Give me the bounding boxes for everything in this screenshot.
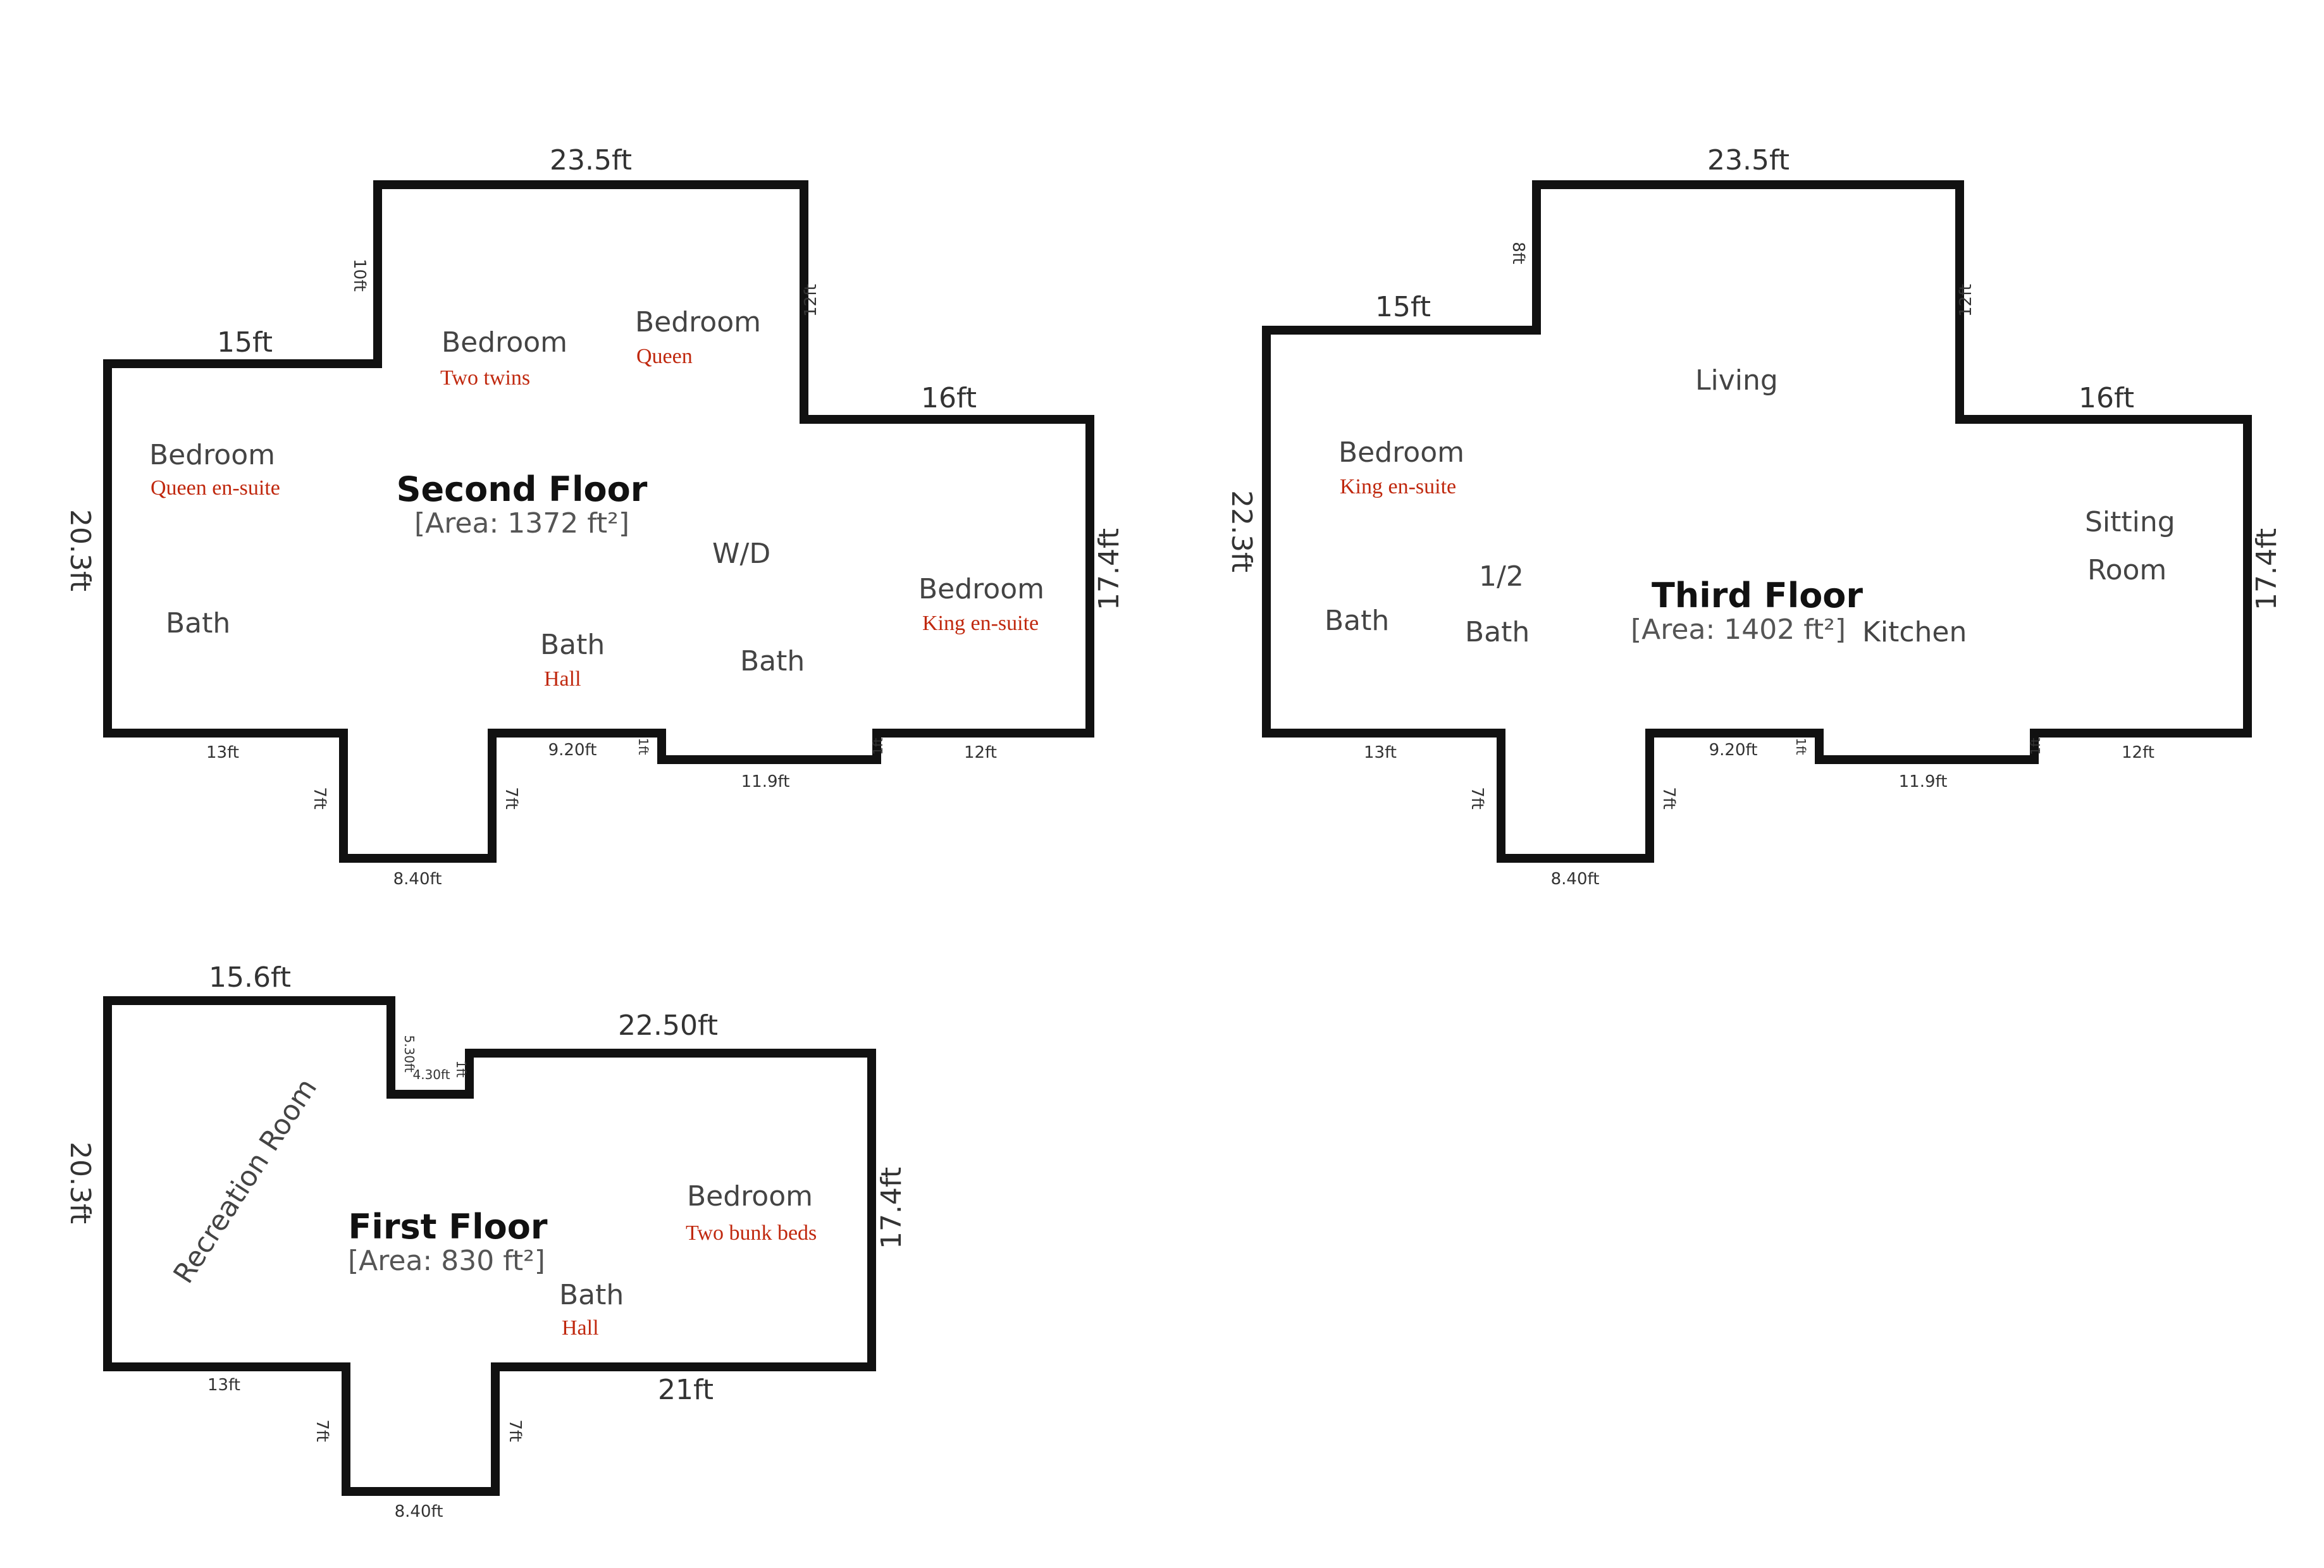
dim-left: 20.3ft: [64, 509, 96, 591]
dim-left-notch: 10ft: [350, 259, 369, 292]
dim-top-left: 15.6ft: [209, 961, 291, 994]
dim-step-1: 1ft: [1793, 738, 1808, 755]
room-sitting-room: Room: [2087, 554, 2166, 586]
dim-step-1: 1ft: [636, 738, 651, 755]
dim-right: 17.4ft: [2251, 528, 2283, 610]
dim-bump-left: 7ft: [312, 1419, 331, 1441]
dim-bump-bottom: 8.40ft: [395, 1502, 443, 1521]
room-bath-mid: Bath: [740, 645, 805, 677]
first-floor-title: First Floor: [348, 1207, 547, 1247]
dim-bump-right: 7ft: [505, 1419, 524, 1441]
dim-bottom-3: 11.9ft: [741, 772, 790, 791]
dim-upper-left: 15ft: [1375, 291, 1431, 323]
dim-left: 20.3ft: [64, 1142, 96, 1224]
room-bath-left: Bath: [166, 607, 230, 639]
first-floor-area: [Area: 830 ft²]: [348, 1245, 545, 1277]
dim-upper-right: 16ft: [921, 382, 977, 414]
first-floor-plan: 15.6ft 22.50ft 20.3ft 17.4ft 5.30ft 4.30…: [64, 961, 908, 1521]
dim-notch-horizontal: 4.30ft: [412, 1067, 450, 1082]
dim-top: 23.5ft: [550, 144, 632, 176]
dim-upper-right: 16ft: [2079, 382, 2134, 414]
note-hall: Hall: [544, 667, 581, 691]
room-bedroom: Bedroom: [1338, 436, 1464, 469]
note-two-bunk-beds: Two bunk beds: [686, 1221, 817, 1245]
dim-bump-right: 7ft: [1659, 787, 1678, 809]
second-floor-plan: 23.5ft 15ft 16ft 20.3ft 17.4ft 10ft 12ft…: [64, 144, 1125, 889]
second-floor-outline: [103, 180, 1094, 863]
third-floor-outline: [1262, 180, 2252, 863]
second-floor-area: [Area: 1372 ft²]: [414, 507, 629, 540]
dim-right: 17.4ft: [875, 1167, 908, 1249]
dim-bottom-1: 13ft: [1364, 743, 1397, 762]
third-floor-area: [Area: 1402 ft²]: [1631, 614, 1846, 646]
dim-step-2: 1ft: [870, 738, 886, 755]
room-half: 1/2: [1479, 560, 1524, 593]
room-bedroom-twins: Bedroom: [442, 326, 567, 359]
room-kitchen: Kitchen: [1862, 616, 1967, 648]
third-floor-plan: 23.5ft 15ft 16ft 22.3ft 17.4ft 8ft 12ft …: [1225, 144, 2283, 889]
note-two-twins: Two twins: [440, 366, 530, 390]
note-king-en-suite: King en-suite: [922, 612, 1039, 635]
room-bedroom-king: Bedroom: [918, 573, 1044, 605]
room-bath: Bath: [1325, 605, 1389, 637]
dim-right: 17.4ft: [1093, 528, 1125, 610]
room-bath-hall: Bath: [540, 629, 605, 661]
dim-right-notch: 12ft: [1956, 284, 1975, 317]
note-queen-en-suite: Queen en-suite: [151, 476, 280, 500]
dim-upper-left: 15ft: [217, 326, 273, 359]
dim-bottom-3: 11.9ft: [1899, 772, 1948, 791]
dim-bottom-1: 13ft: [207, 1376, 240, 1395]
room-wd: W/D: [712, 538, 770, 570]
dim-bottom-4: 12ft: [2122, 743, 2154, 762]
dim-bump-left: 7ft: [1468, 787, 1486, 809]
room-bath: Bath: [559, 1279, 624, 1311]
dim-left-notch: 8ft: [1509, 242, 1528, 264]
note-hall: Hall: [562, 1316, 599, 1340]
dim-step-2: 1ft: [2028, 738, 2043, 755]
dim-notch-vertical: 5.30ft: [402, 1035, 417, 1072]
dim-top: 23.5ft: [1707, 144, 1789, 176]
room-bedroom: Bedroom: [687, 1180, 813, 1213]
third-floor-title: Third Floor: [1652, 576, 1863, 615]
dim-left: 22.3ft: [1225, 490, 1258, 572]
room-living: Living: [1695, 364, 1778, 397]
dim-bottom-4: 12ft: [964, 743, 997, 762]
dim-bump-bottom: 8.40ft: [393, 870, 442, 889]
dim-top-right: 22.50ft: [618, 1009, 718, 1042]
dim-bottom-2: 9.20ft: [1709, 741, 1758, 760]
room-sitting: Sitting: [2085, 506, 2175, 538]
dim-bottom-2: 21ft: [658, 1374, 714, 1406]
dim-bump-left: 7ft: [310, 787, 329, 809]
room-recreation: Recreation Room: [167, 1073, 323, 1289]
room-bedroom-queen-ensuite: Bedroom: [149, 439, 275, 471]
note-king-en-suite: King en-suite: [1340, 475, 1456, 498]
dim-bump-bottom: 8.40ft: [1551, 870, 1600, 889]
dim-notch-small: 1ft: [454, 1060, 469, 1077]
second-floor-title: Second Floor: [397, 469, 648, 509]
room-bedroom-queen: Bedroom: [635, 306, 761, 338]
first-floor-outline: [103, 996, 876, 1496]
dim-bottom-2: 9.20ft: [548, 741, 597, 760]
room-half-bath: Bath: [1465, 616, 1530, 648]
dim-bottom-1: 13ft: [206, 743, 239, 762]
dim-bump-right: 7ft: [502, 787, 521, 809]
note-queen: Queen: [636, 345, 693, 368]
dim-right-notch: 12ft: [801, 284, 820, 317]
